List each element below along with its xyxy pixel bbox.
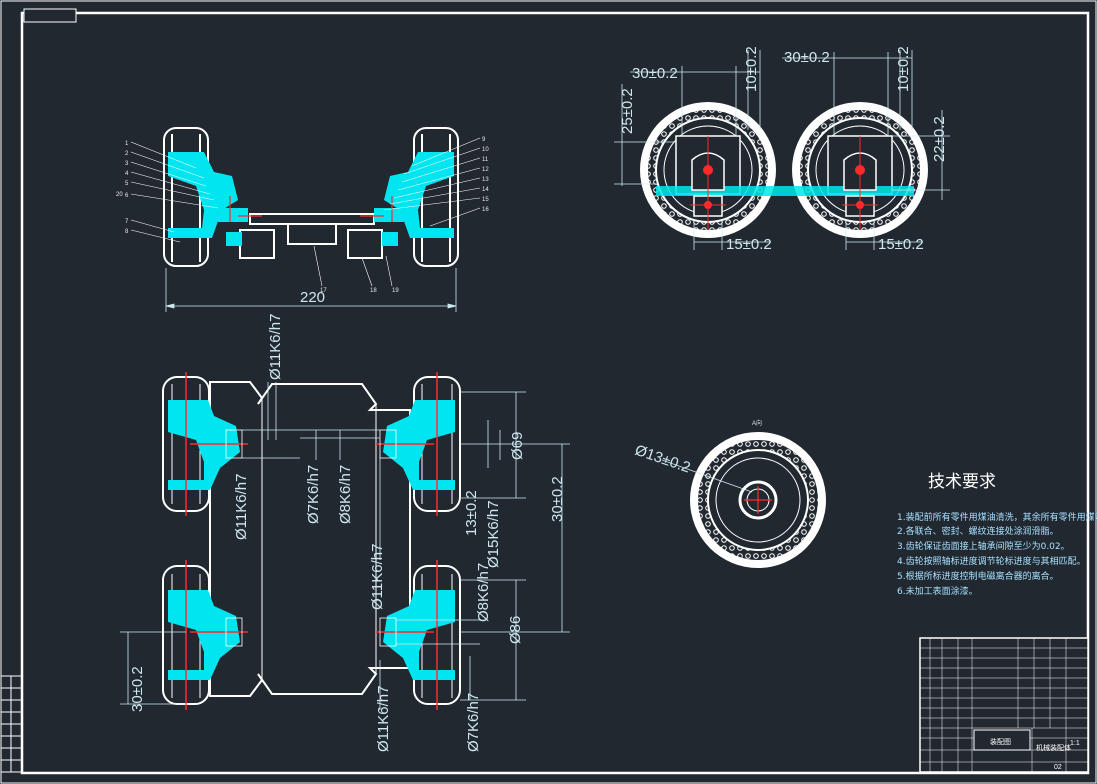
part-label: 5 [125, 181, 129, 187]
dim-wheel-69: Ø69 [509, 432, 526, 460]
dim-v25: 25±0.2 [619, 88, 636, 134]
part-label: 15 [482, 197, 489, 203]
drawing-name: 装配图 [990, 737, 1011, 746]
part-label: 13 [482, 177, 489, 183]
view-label-a: A向 [752, 419, 762, 427]
part-label: 6 [125, 193, 129, 199]
drawing-border [20, 11, 1090, 775]
part-label: 11 [482, 157, 489, 163]
dim-h30-right: 30±0.2 [784, 49, 830, 66]
part-label: 2 [125, 151, 129, 157]
dim-v10-left: 10±0.2 [743, 46, 760, 92]
dim-shaft-center: Ø11K6/h7 [369, 544, 386, 610]
dim-spacing-left: 30±0.2 [129, 666, 146, 712]
tech-item: 5.根据所标进度控制电磁离合器的离合。 [897, 570, 1059, 582]
dim-h15-left: 15±0.2 [726, 236, 772, 253]
title-block: 装配图 机械装配体 1:1 02 [919, 637, 1089, 773]
dim-v10-right: 10±0.2 [895, 46, 912, 92]
part-label: 16 [482, 207, 489, 213]
part-label: 18 [370, 288, 377, 294]
dimension-width: 220 [300, 289, 325, 306]
dim-wheel-hub: Ø13±0.2 [633, 442, 693, 477]
technical-requirements: 技术要求 1.装配前所有零件用煤油清洗，其余所有零件用煤油清洗。 2.各联合、密… [897, 472, 1097, 597]
side-view: 30±0.2 10±0.2 25±0.2 15±0.2 30±0.2 10±0.… [614, 46, 950, 253]
left-margin-table [0, 675, 23, 773]
tech-item: 1.装配前所有零件用煤油清洗，其余所有零件用煤油清洗。 [897, 511, 1097, 523]
part-label: 14 [482, 187, 489, 193]
plan-view: Ø11K6/h7 Ø11K6/h7 Ø7K6/h7 Ø8K6/h7 Ø11K6/… [120, 314, 570, 752]
dim-bore-right-a: Ø8K6/h7 [475, 563, 492, 622]
part-label: 1 [125, 141, 129, 147]
dim-v22: 22±0.2 [931, 116, 948, 162]
part-label: 10 [482, 147, 489, 153]
part-label: 3 [125, 161, 129, 167]
tech-item: 3.齿轮保证齿面接上轴承间隙至少为0.02。 [897, 540, 1070, 552]
dim-h15-right: 15±0.2 [878, 236, 924, 253]
scale: 1:1 [1070, 740, 1080, 747]
tech-item: 6.未加工表面涂漆。 [897, 585, 978, 597]
part-label: 8 [125, 229, 129, 235]
tech-item: 2.各联合、密封、螺纹连接处涂润滑脂。 [897, 525, 1059, 537]
dim-shaft-left: Ø11K6/h7 [233, 474, 250, 540]
dim-h30-left: 30±0.2 [632, 65, 678, 82]
dim-bore-mid-b: Ø8K6/h7 [337, 465, 354, 524]
part-label: 4 [125, 171, 129, 177]
part-label: 19 [392, 288, 399, 294]
part-label: 17 [320, 288, 327, 294]
unit-name: 机械装配体 [1036, 743, 1071, 752]
tech-title: 技术要求 [928, 472, 996, 492]
part-label: 9 [482, 137, 486, 143]
sheet-number: 02 [1054, 764, 1062, 771]
dim-shaft-bottom: Ø11K6/h7 [375, 686, 392, 752]
dim-shaft-top: Ø11K6/h7 [267, 314, 284, 380]
tech-item: 4.齿轮按照轴标进度调节轮标进度与其相匹配。 [897, 555, 1086, 567]
dim-hub-15: Ø15K6/h7 [485, 500, 502, 568]
part-label: 7 [125, 219, 129, 225]
dim-bore-mid-a: Ø7K6/h7 [305, 465, 322, 524]
dim-spacing-right: 30±0.2 [549, 476, 566, 522]
part-label: 20 [116, 192, 123, 198]
wheel-view: A向 Ø13±0.2 [633, 419, 826, 568]
part-label: 12 [482, 167, 489, 173]
dim-wheel-86: Ø86 [507, 616, 524, 644]
front-view: 1 2 3 4 5 6 7 8 9 10 11 12 13 14 15 16 1… [116, 127, 489, 312]
dim-offset-13: 13±0.2 [463, 490, 480, 536]
dim-bore-right-b: Ø7K6/h7 [465, 693, 482, 752]
corner-label-box [23, 8, 77, 23]
